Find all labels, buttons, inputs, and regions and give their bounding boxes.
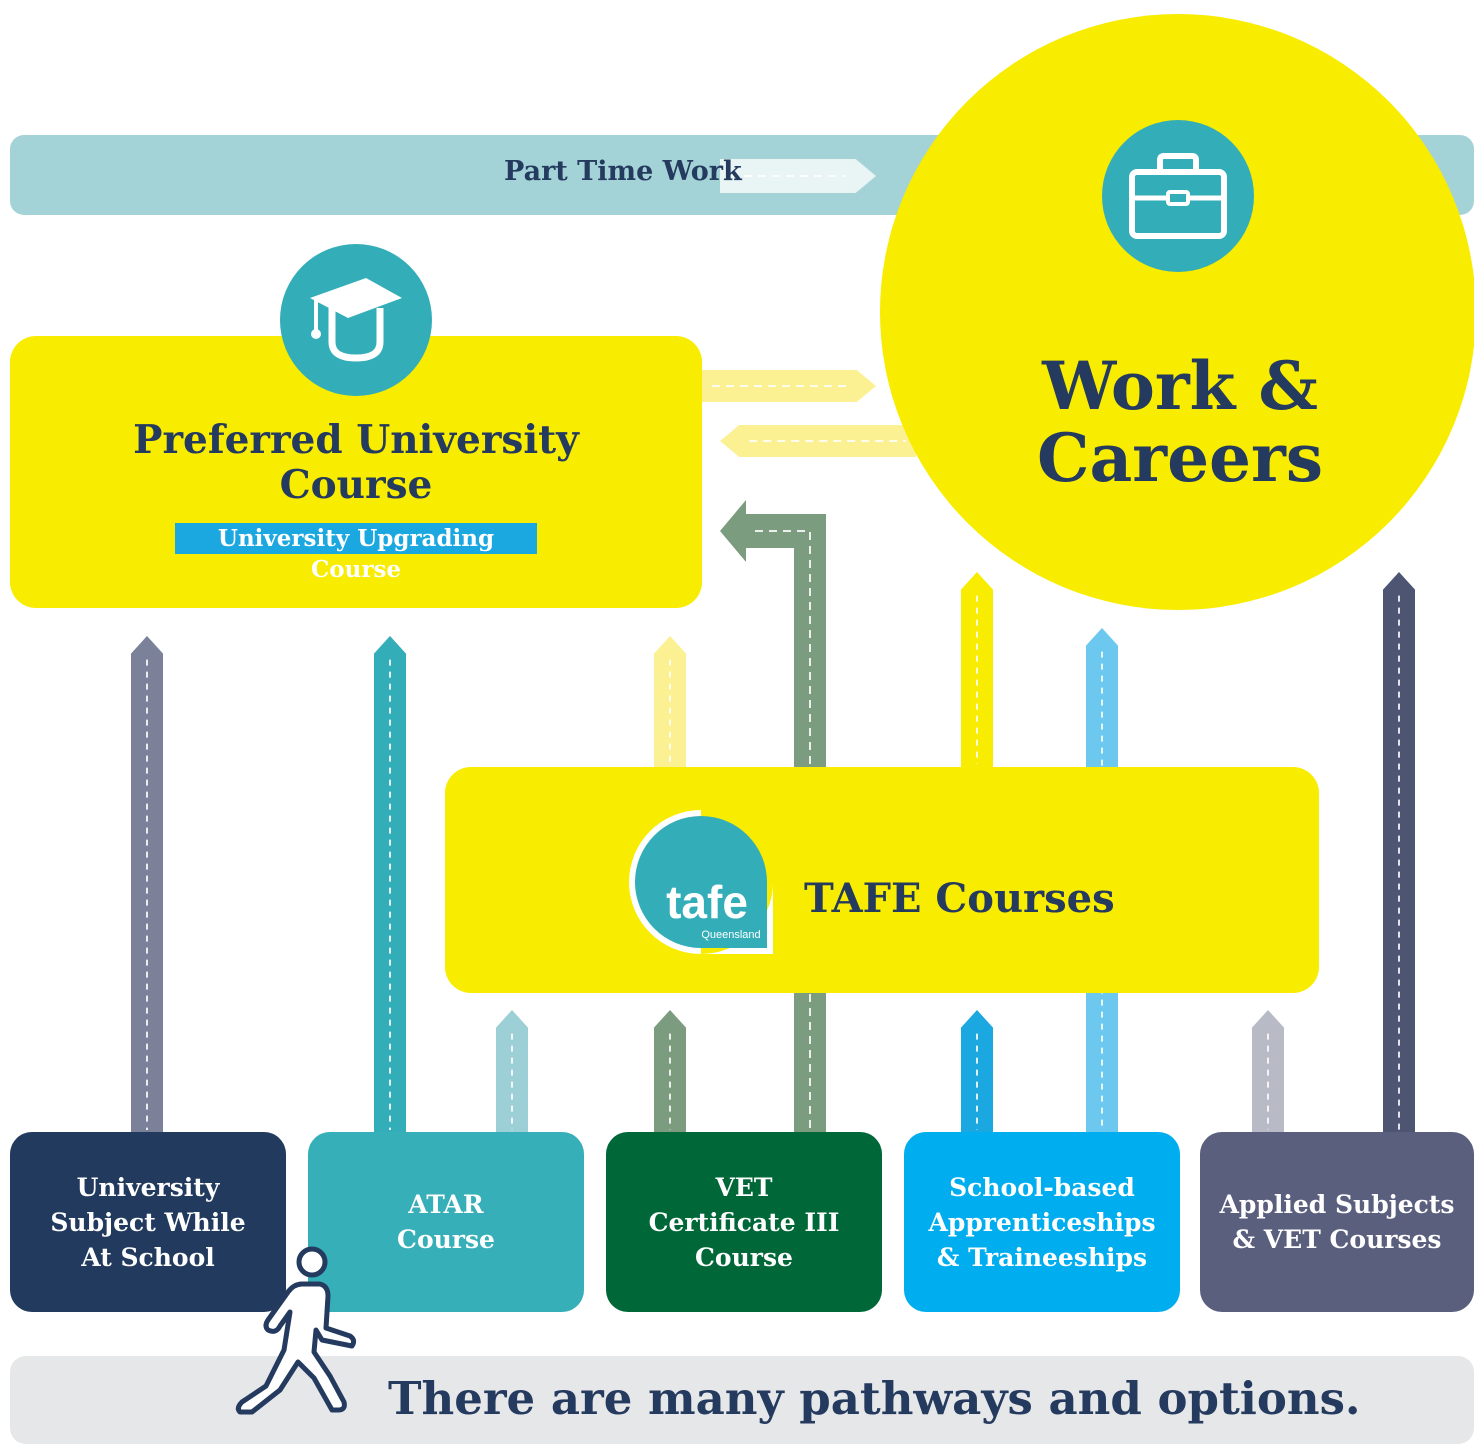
- tafe-queensland-logo: tafe Queensland: [625, 806, 777, 958]
- arrow-uni-subject-to-university: [131, 636, 163, 1134]
- option-vet-certificate: VET Certificate III Course: [606, 1132, 882, 1312]
- work-careers-circle: [880, 14, 1474, 610]
- arrow-part-time-to-work: [720, 159, 876, 193]
- option-label: School-based Apprenticeships & Traineesh…: [928, 1172, 1156, 1272]
- tafe-logo-subtext: Queensland: [701, 929, 760, 941]
- option-label: University Subject While At School: [50, 1172, 246, 1272]
- tafe-courses-box: [445, 767, 1319, 993]
- work-careers-title: Work & Careers: [1037, 347, 1323, 497]
- option-label: VET Certificate III Course: [648, 1172, 840, 1272]
- option-label: Applied Subjects & VET Courses: [1219, 1190, 1455, 1254]
- option-atar-course: ATAR Course: [308, 1132, 584, 1312]
- tafe-courses-label: TAFE Courses: [804, 875, 1115, 922]
- arrow-atar-to-university: [374, 636, 406, 1134]
- part-time-work-label: Part Time Work: [504, 156, 742, 187]
- preferred-university-title: Preferred University Course: [133, 417, 579, 508]
- option-applied-subjects: Applied Subjects & VET Courses: [1200, 1132, 1474, 1312]
- footer-message: There are many pathways and options.: [388, 1372, 1361, 1425]
- option-school-based-apprenticeships: School-based Apprenticeships & Traineesh…: [904, 1132, 1180, 1312]
- tafe-logo-text: tafe: [666, 876, 748, 928]
- walking-person-icon: [232, 1240, 372, 1430]
- option-university-subject: University Subject While At School: [10, 1132, 286, 1312]
- option-label: ATAR Course: [397, 1190, 495, 1254]
- graduation-cap-icon: [280, 244, 432, 396]
- arrow-tafe-to-university: [654, 636, 686, 768]
- briefcase-icon: [1102, 120, 1254, 272]
- arrow-work-to-university: [720, 425, 916, 457]
- university-upgrading-badge: University Upgrading Course: [175, 523, 537, 583]
